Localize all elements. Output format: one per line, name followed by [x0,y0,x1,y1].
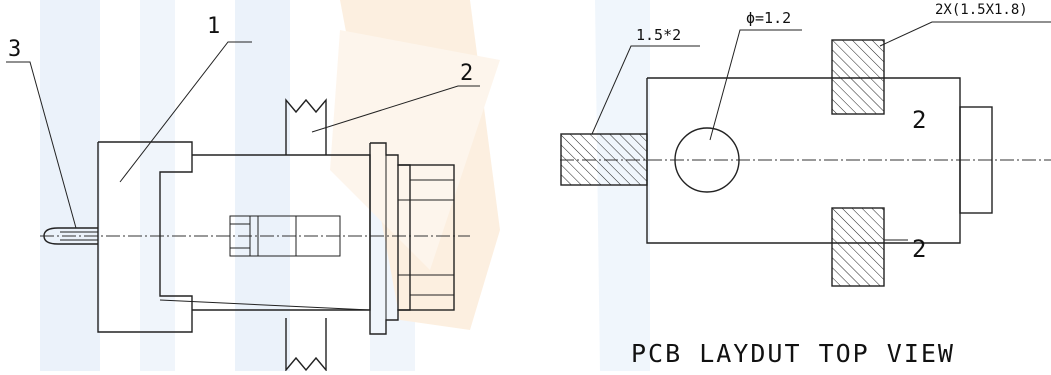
pcb-pad-top [831,39,885,115]
housing-body [97,141,193,333]
panel-bottom [285,318,327,372]
callout-1: 1 [207,14,220,39]
side-view: 1 2 3 [6,14,480,372]
pcb-caption: PCB LAYDUT TOP VIEW [631,339,955,368]
leader-3 [6,61,77,229]
callout-3: 3 [8,37,21,62]
pin [43,227,98,245]
pcb-hole [674,127,740,193]
pad-label-bottom: 2 [912,235,926,263]
pcb-layout: 1.5*2 ϕ=1.2 2X(1.5X1.8) 2 2 PCB LAYDUT T… [560,2,1051,368]
contact [229,215,341,257]
dim-pads-label: 2X(1.5X1.8) [935,2,1028,18]
leader-pads [879,21,1051,47]
pcb-rect-pad [560,133,648,186]
callout-2: 2 [460,61,473,86]
pcb-pad-bottom [831,207,885,287]
watermark [40,0,650,371]
rear-section [397,164,455,311]
leader-2 [311,85,480,133]
leader-rect [591,45,700,135]
pad-label-top: 2 [912,106,926,134]
dim-hole-label: ϕ=1.2 [746,9,791,27]
leader-hole [709,29,802,141]
pcb-outline [646,77,961,244]
dim-rect-label: 1.5*2 [636,26,681,44]
leader-1 [119,41,252,183]
pcb-rear-step [959,106,993,214]
panel-top [285,98,327,155]
